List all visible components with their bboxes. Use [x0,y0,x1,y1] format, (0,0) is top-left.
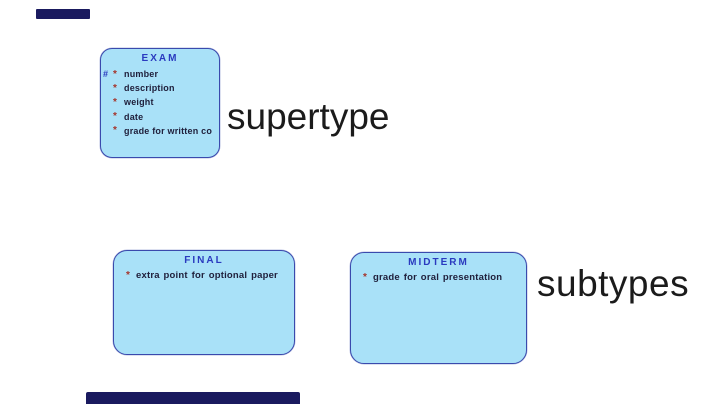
attribute-row: * description [101,81,219,95]
mandatory-marker: * [113,96,117,108]
mandatory-marker: * [113,82,117,94]
cropped-element-bar-bottom [86,392,300,404]
midterm-entity-box: MIDTERM * grade for oral presentation [350,252,527,364]
subtypes-label: subtypes [537,263,690,304]
exam-entity-box: EXAM # * number * description * weight *… [100,48,220,158]
mandatory-marker: * [113,111,117,123]
attribute-row: * grade for oral presentation [351,270,526,284]
mandatory-marker: * [363,271,367,283]
mandatory-marker: * [126,269,130,281]
attribute-name: extra point for optional paper [136,269,278,281]
attribute-row: * extra point for optional paper [114,268,294,282]
attribute-name: weight [124,97,154,108]
midterm-attribute-list: * grade for oral presentation [351,270,526,284]
exam-entity-title: EXAM [141,53,179,64]
mandatory-marker: * [113,68,117,80]
final-attribute-list: * extra point for optional paper [114,268,294,282]
mandatory-marker: * [113,125,117,137]
attribute-name: grade for oral presentation [373,271,503,283]
final-entity-title: FINAL [184,255,224,266]
attribute-row: * grade for written co [101,124,219,138]
exam-attribute-list: # * number * description * weight * date [101,67,219,138]
attribute-name: description [124,83,175,94]
midterm-entity-title: MIDTERM [408,257,469,268]
primary-key-marker: # [103,69,109,80]
attribute-name: grade for written co [124,125,213,136]
attribute-row: * date [101,110,219,124]
attribute-row: # * number [101,67,219,81]
attribute-name: date [124,111,144,122]
attribute-name: number [124,69,159,80]
supertype-label: supertype [227,96,390,137]
final-entity-box: FINAL * extra point for optional paper [113,250,295,355]
cropped-element-bar-top [36,9,90,19]
attribute-row: * weight [101,95,219,109]
